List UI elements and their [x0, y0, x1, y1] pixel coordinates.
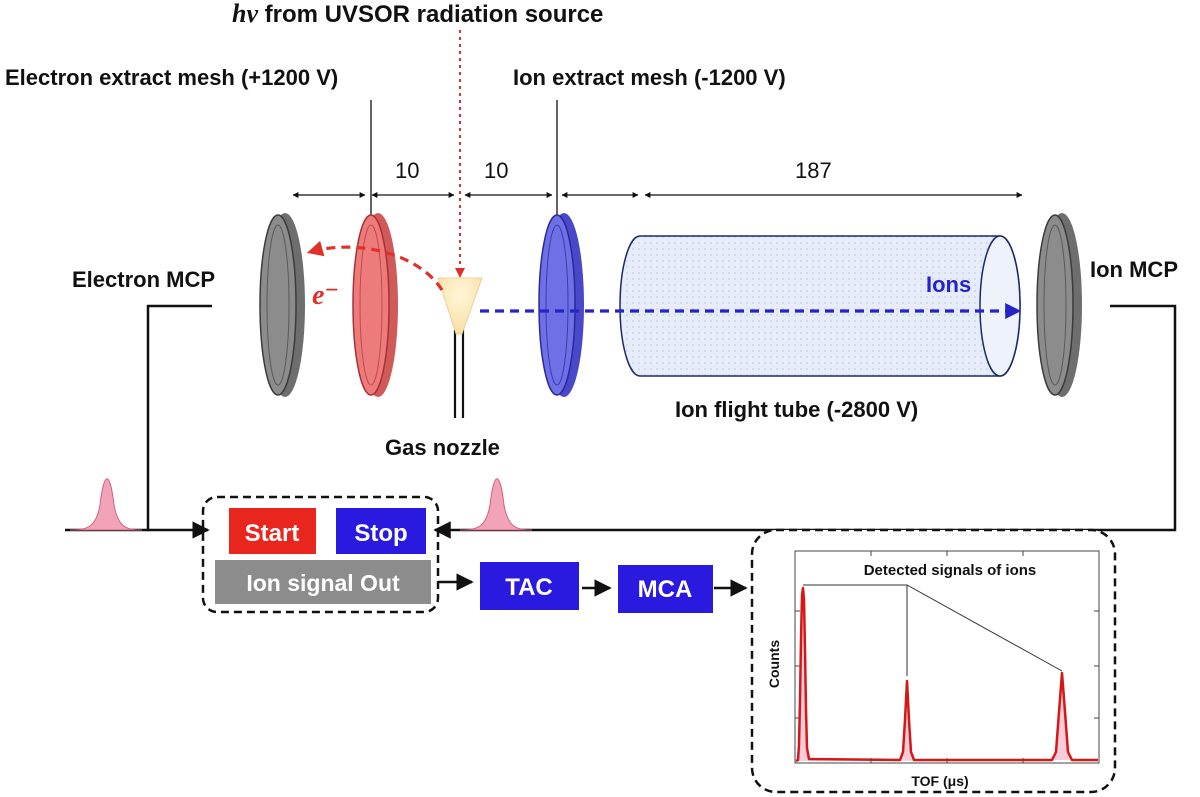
- hv-source-label: hν from UVSOR radiation source: [232, 0, 603, 28]
- electron-pulse: [69, 478, 143, 531]
- ion-mcp-label: Ion MCP: [1090, 257, 1178, 282]
- dimension-d3: 187: [795, 158, 832, 183]
- ion-extract-mesh: [538, 213, 584, 397]
- ion-mcp-detector: [1036, 213, 1082, 397]
- electron-symbol: e⁻: [312, 280, 339, 311]
- electron-mcp-detector: [259, 213, 305, 397]
- ion-signal-out-button[interactable]: Ion signal Out: [215, 560, 431, 604]
- tof-spectrum-inset: Detected signals of ions Counts TOF (μs): [750, 528, 1117, 794]
- ion-mesh-label: Ion extract mesh (-1200 V): [513, 65, 786, 90]
- start-button[interactable]: Start: [229, 508, 316, 554]
- inset-xlabel: TOF (μs): [911, 773, 968, 789]
- stop-button[interactable]: Stop: [336, 508, 426, 554]
- tac-label: TAC: [505, 574, 553, 601]
- electron-extract-mesh: [352, 213, 398, 397]
- electron-mcp-label: Electron MCP: [72, 267, 215, 292]
- inset-spectrum-trace: [795, 586, 1098, 763]
- gas-nozzle: [437, 277, 483, 418]
- electron-mesh-label: Electron extract mesh (+1200 V): [5, 65, 338, 90]
- tac-box[interactable]: TAC: [480, 562, 579, 610]
- ion-signal-out-label: Ion signal Out: [246, 570, 400, 596]
- inset-ylabel: Counts: [766, 640, 782, 688]
- dimension-d2: 10: [484, 158, 508, 183]
- ion-pulse: [459, 478, 533, 531]
- start-label: Start: [245, 520, 300, 547]
- dimension-d1: 10: [395, 158, 419, 183]
- gas-nozzle-label: Gas nozzle: [385, 435, 500, 460]
- ions-label: Ions: [926, 272, 971, 297]
- inset-annotation-lines: [803, 584, 1063, 676]
- electron-trajectory: [306, 240, 444, 291]
- mca-box[interactable]: MCA: [618, 565, 713, 613]
- inset-title: Detected signals of ions: [864, 562, 1037, 579]
- flight-tube-label: Ion flight tube (-2800 V): [675, 397, 918, 422]
- ion-flight-tube: [619, 235, 1021, 377]
- mca-label: MCA: [638, 576, 693, 603]
- stop-label: Stop: [354, 520, 407, 547]
